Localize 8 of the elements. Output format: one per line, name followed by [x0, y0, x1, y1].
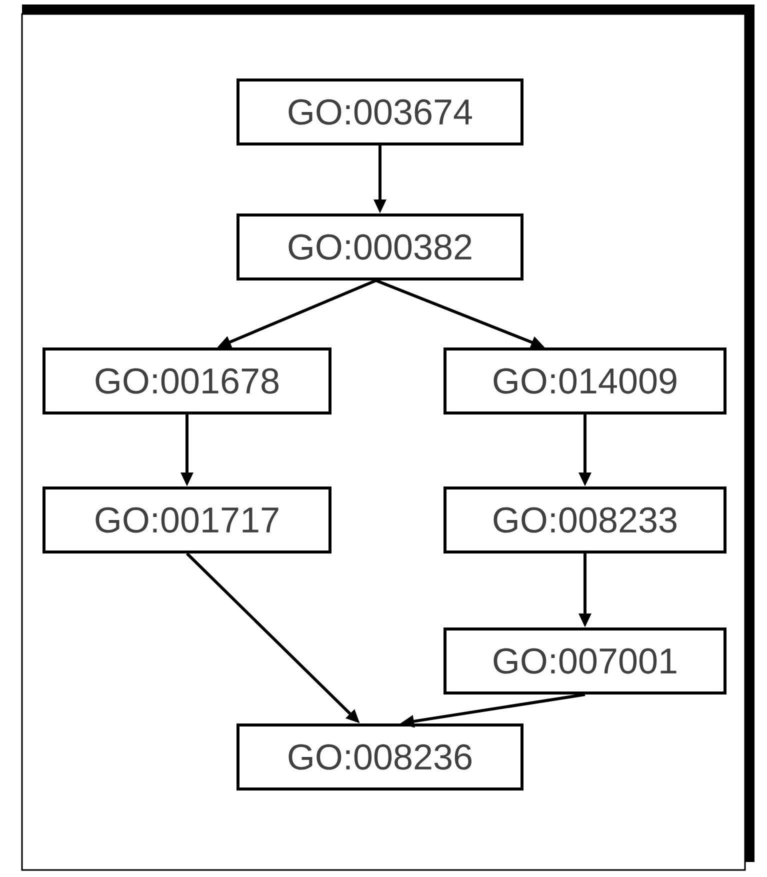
term-box: GO:001678 [42, 348, 332, 414]
term-box: GO:008233 [444, 486, 726, 554]
term-box: GO:000382 [236, 214, 524, 280]
term-box: GO:001717 [42, 486, 332, 554]
term-box: GO:008236 [236, 724, 524, 790]
term-box: GO:014009 [444, 348, 726, 414]
term-box: GO:007001 [444, 628, 726, 694]
term-box: GO:003674 [236, 78, 524, 146]
